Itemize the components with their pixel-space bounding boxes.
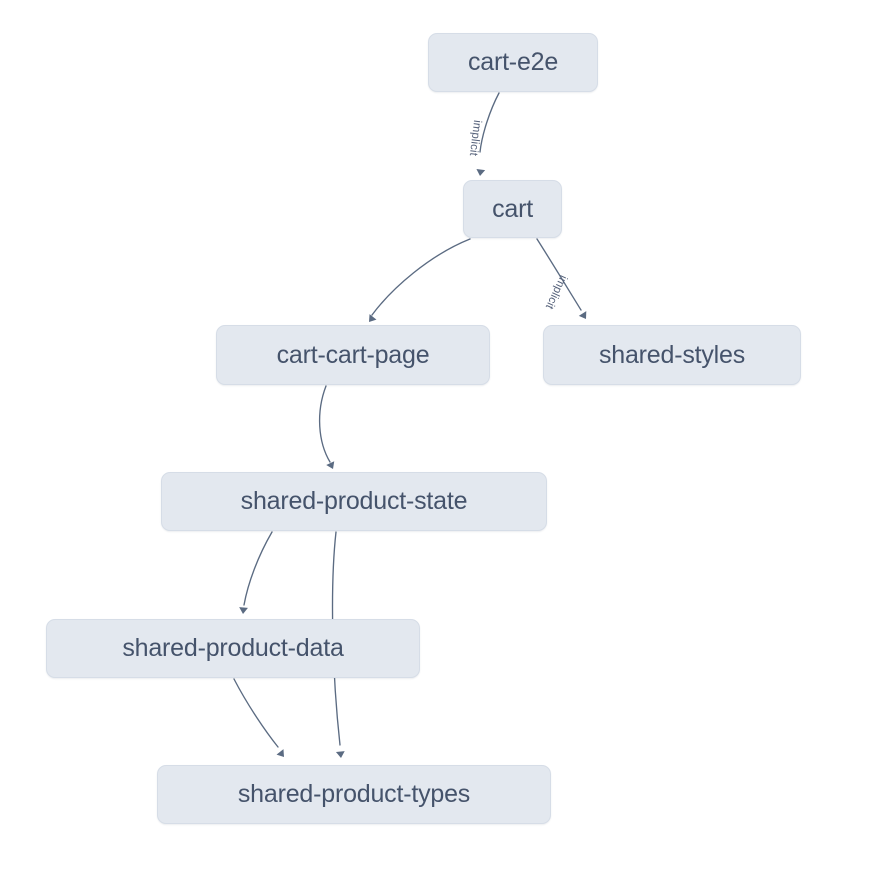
edge-label: implicit bbox=[467, 119, 483, 157]
edge-line bbox=[371, 238, 471, 316]
graph-node-label: shared-styles bbox=[598, 340, 746, 369]
graph-node-label: cart-cart-page bbox=[276, 340, 430, 369]
edge-arrowhead bbox=[476, 169, 486, 176]
edge-line bbox=[243, 531, 273, 606]
graph-node-cart-cart-page[interactable]: cart-cart-page bbox=[216, 325, 490, 385]
edge-label: implicit bbox=[543, 273, 569, 311]
edge-line bbox=[536, 238, 582, 311]
edge-line bbox=[233, 678, 279, 748]
graph-node-shared-styles[interactable]: shared-styles bbox=[543, 325, 801, 385]
graph-node-label: cart bbox=[492, 194, 533, 223]
edge-line bbox=[318, 385, 331, 463]
edge-arrowhead bbox=[578, 311, 587, 319]
graph-node-shared-product-data[interactable]: shared-product-data bbox=[46, 619, 420, 678]
graph-node-label: shared-product-state bbox=[240, 487, 468, 515]
edge-arrowhead bbox=[369, 314, 377, 322]
graph-node-label: cart-e2e bbox=[467, 48, 559, 76]
edge-arrowhead bbox=[326, 461, 335, 469]
edge-arrowhead bbox=[335, 751, 345, 758]
graph-node-shared-product-types[interactable]: shared-product-types bbox=[157, 765, 551, 824]
graph-node-label: shared-product-types bbox=[237, 780, 471, 808]
edge-arrowhead bbox=[239, 607, 248, 614]
graph-node-cart-e2e[interactable]: cart-e2e bbox=[428, 33, 598, 92]
graph-node-shared-product-state[interactable]: shared-product-state bbox=[161, 472, 547, 531]
graph-node-label: shared-product-data bbox=[122, 634, 344, 662]
edges-group bbox=[233, 92, 587, 758]
edge-arrowhead bbox=[276, 749, 284, 757]
graph-node-cart[interactable]: cart bbox=[463, 180, 562, 238]
edge-line bbox=[479, 92, 500, 153]
